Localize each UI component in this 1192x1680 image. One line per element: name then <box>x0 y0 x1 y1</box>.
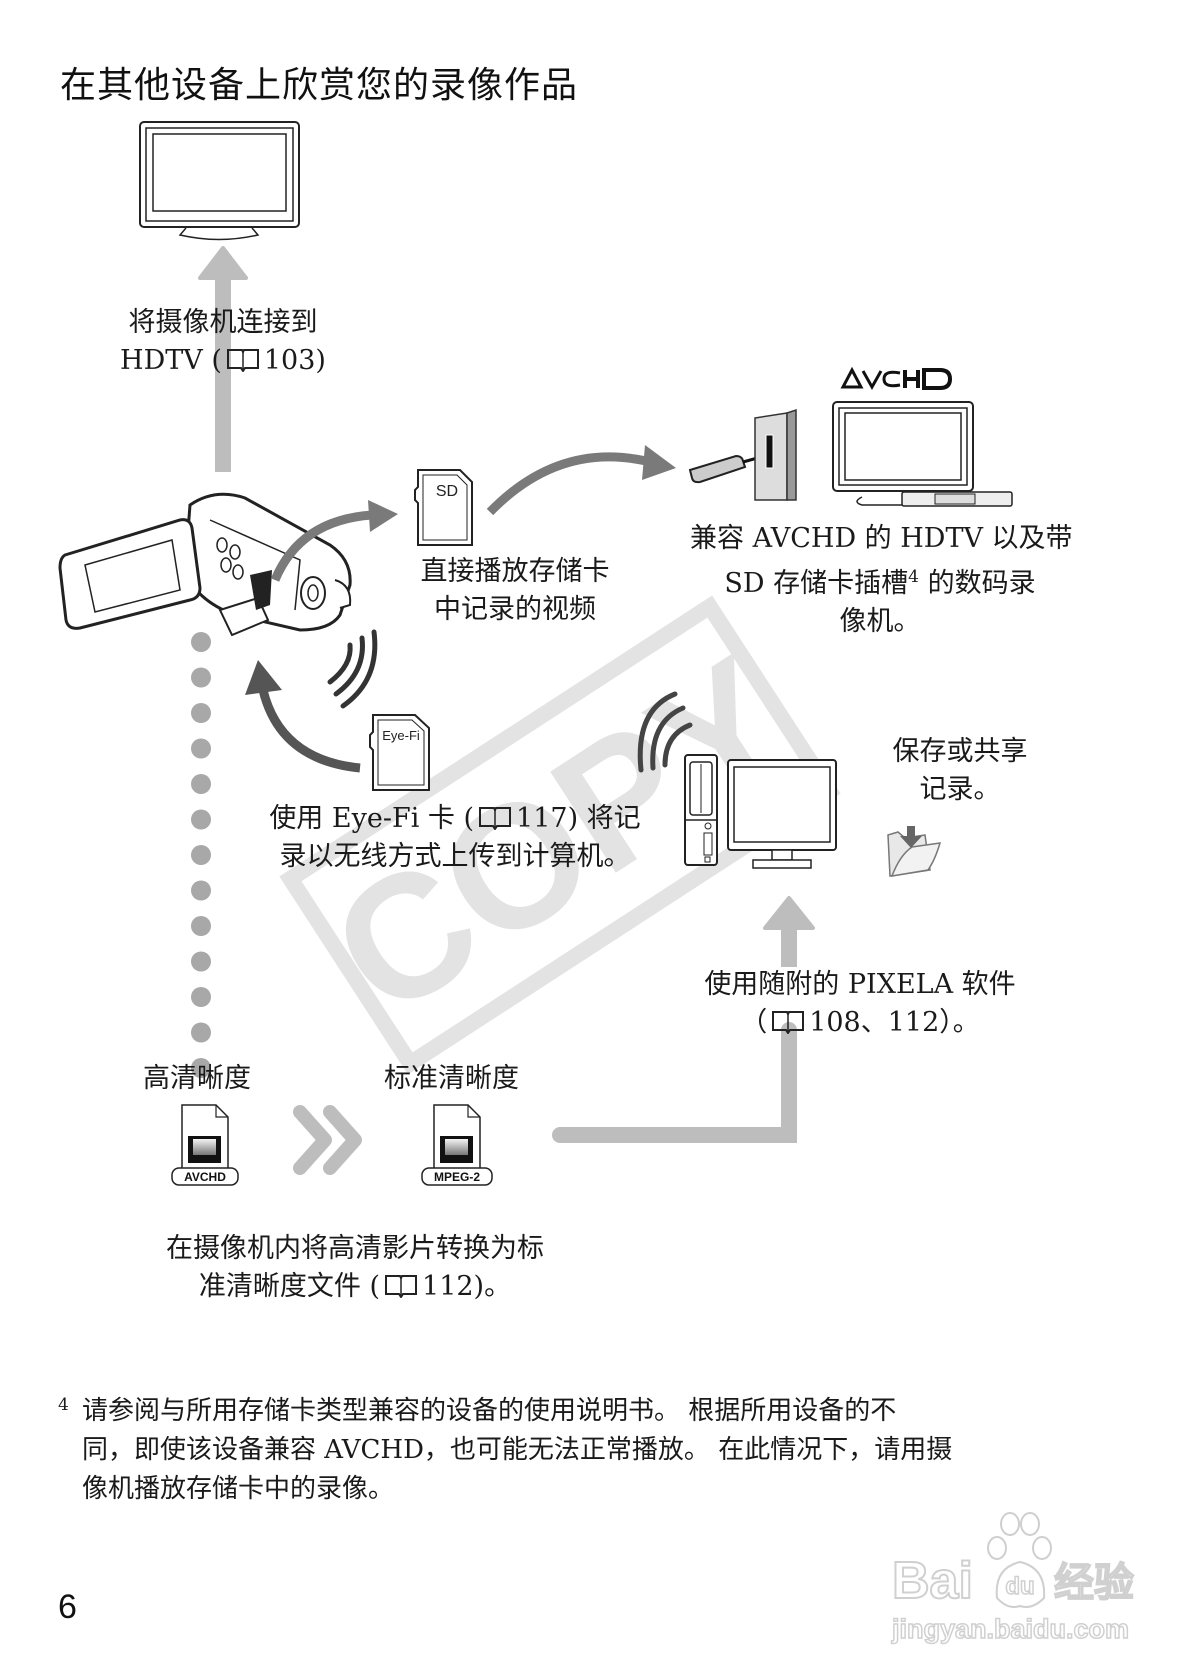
conversion-line1: 在摄像机内将高清影片转换为标 <box>166 1233 544 1264</box>
pixela-line2-prefix: （ <box>740 1007 768 1038</box>
avchd-devices-line2-prefix: SD 存储卡插槽 <box>724 568 909 599</box>
avchd-devices-line1: 兼容 AVCHD 的 HDTV 以及带 <box>690 523 1073 554</box>
sd-play-caption: 直接播放存储卡 中记录的视频 <box>395 553 635 629</box>
baidu-brand: Bai <box>892 1552 973 1610</box>
connector-dot <box>191 809 211 830</box>
save-share-line2: 记录。 <box>919 774 1001 805</box>
footnote-line: 请参阅与所用存储卡类型兼容的设备的使用说明书。 根据所用设备的不 <box>82 1396 897 1426</box>
arrow-eyefi-to-camcorder-head <box>245 660 282 695</box>
hdtv-caption-line1: 将摄像机连接到 <box>128 307 318 338</box>
camcorder-icon <box>58 492 352 637</box>
convert-chevron-icon <box>293 1105 362 1175</box>
connector-dot <box>191 774 211 794</box>
avchd-devices-line3: 像机。 <box>839 606 921 637</box>
avchd-file-tag: AVCHD <box>184 1170 226 1184</box>
hdtv-caption: 将摄像机连接到 HDTV ( 103) <box>110 304 336 380</box>
arrow-to-computer <box>552 896 815 1143</box>
book-reference-icon <box>772 1011 805 1034</box>
footnote-line: 同，即使该设备兼容 AVCHD，也可能无法正常播放。 在此情况下，请用摄 <box>82 1435 953 1465</box>
footnote-line: 像机播放存储卡中的录像。 <box>82 1474 395 1504</box>
conversion-page-ref[interactable]: 112)。 <box>422 1271 512 1302</box>
save-share-caption: 保存或共享 记录。 <box>870 733 1050 809</box>
hdtv-page-ref[interactable]: 103) <box>263 345 326 376</box>
hdtv-caption-line2: HDTV ( 103) <box>110 342 336 380</box>
page-number: 6 <box>58 1588 77 1626</box>
connector-dot <box>191 1022 211 1043</box>
mpeg2-file-icon: MPEG-2 <box>421 1104 493 1186</box>
conversion-line2-prefix: 准清晰度文件 ( <box>198 1271 381 1302</box>
baidu-watermark: Bai du 经验 jingyan.baidu.com <box>890 1512 1135 1645</box>
up-arrow-to-tv <box>198 246 248 472</box>
sd-play-line2: 中记录的视频 <box>434 594 596 625</box>
avchd-devices-caption: 兼容 AVCHD 的 HDTV 以及带 SD 存储卡插槽4 的数码录 像机。 <box>690 520 1073 641</box>
connector-dot <box>191 738 211 759</box>
conversion-line2: 准清晰度文件 ( 112)。 <box>120 1268 590 1306</box>
sd-play-line1: 直接播放存储卡 <box>420 556 610 587</box>
avchd-file-icon: AVCHD <box>171 1104 239 1186</box>
connector-dot <box>191 703 211 723</box>
book-reference-icon <box>226 349 259 372</box>
sd-card-icon: SD <box>414 469 473 546</box>
wireless-waves-camcorder-icon <box>327 629 378 709</box>
save-folder-icon <box>887 826 942 877</box>
mpeg2-file-tag: MPEG-2 <box>434 1170 480 1184</box>
eyefi-card-label: Eye-Fi <box>382 728 420 743</box>
avchd-devices-line2-suffix: 的数码录 <box>918 568 1036 599</box>
eyefi-caption: 使用 Eye-Fi 卡 ( 117) 将记 录以无线方式上传到计算机。 <box>245 800 665 876</box>
eyefi-line1-prefix: 使用 Eye-Fi 卡 ( <box>269 803 475 834</box>
connector-dot <box>191 880 211 901</box>
page-title: 在其他设备上欣赏您的录像作品 <box>60 65 579 106</box>
connector-dot <box>191 987 211 1007</box>
eyefi-line2: 录以无线方式上传到计算机。 <box>279 841 631 872</box>
sd-quality-label: 标准清晰度 <box>384 1063 519 1094</box>
recorder-slot-icon <box>688 408 797 501</box>
footnote-mark: 4 <box>58 1395 69 1415</box>
connector-dot <box>191 916 211 936</box>
eyefi-line1: 使用 Eye-Fi 卡 ( 117) 将记 <box>245 800 665 838</box>
eyefi-card-icon: Eye-Fi <box>369 714 430 791</box>
conversion-caption: 在摄像机内将高清影片转换为标 准清晰度文件 ( 112)。 <box>120 1230 590 1306</box>
computer-icon <box>684 754 837 869</box>
connector-dot <box>191 667 211 688</box>
eyefi-page-ref[interactable]: 117) 将记 <box>516 803 641 834</box>
connector-dot <box>191 1058 211 1078</box>
pixela-page-ref[interactable]: 108、112）。 <box>809 1007 980 1038</box>
wireless-waves-pc-icon <box>637 691 693 773</box>
dotted-connector <box>191 632 211 1078</box>
avchd-logo <box>840 366 953 391</box>
save-share-line1: 保存或共享 <box>892 736 1028 767</box>
connector-dot <box>191 951 211 972</box>
tv-icon <box>139 121 300 241</box>
pixela-line1: 使用随附的 PIXELA 软件 <box>704 969 1016 1000</box>
sd-card-label: SD <box>436 483 458 500</box>
baidu-url: jingyan.baidu.com <box>891 1614 1129 1644</box>
pixela-caption: 使用随附的 PIXELA 软件 （ 108、112）。 <box>680 966 1040 1042</box>
avchd-tv-icon <box>832 401 1013 507</box>
avchd-devices-line2: SD 存储卡插槽4 的数码录 <box>690 558 1070 603</box>
arrow-to-sd-head <box>368 500 398 532</box>
baidu-du: du <box>1005 1573 1034 1600</box>
footnote: 4 请参阅与所用存储卡类型兼容的设备的使用说明书。 根据所用设备的不 同，即使该… <box>58 1392 952 1509</box>
connector-dot <box>191 632 211 652</box>
book-reference-icon <box>385 1275 418 1298</box>
baidu-cn: 经验 <box>1054 1561 1134 1605</box>
hdtv-caption-prefix: HDTV ( <box>120 345 222 376</box>
arrow-to-sd <box>270 510 373 582</box>
arrow-eyefi-to-camcorder <box>258 688 361 773</box>
hd-quality-label: 高清晰度 <box>143 1063 251 1094</box>
footnote-ref[interactable]: 4 <box>908 567 919 587</box>
connector-dot <box>191 845 211 865</box>
book-reference-icon <box>479 807 512 830</box>
arrow-to-avchd-devices <box>486 452 652 516</box>
pixela-line2: （ 108、112）。 <box>680 1004 1040 1042</box>
arrow-to-avchd-devices-head <box>642 445 676 480</box>
